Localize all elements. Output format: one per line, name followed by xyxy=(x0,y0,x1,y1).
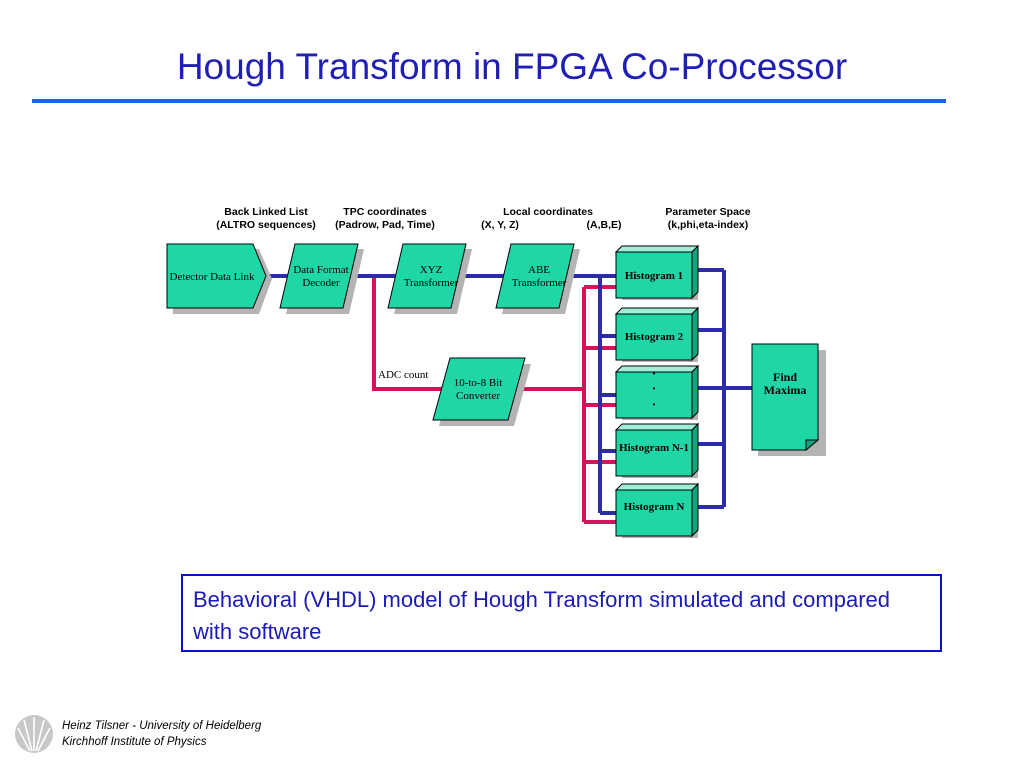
adc-count-label: ADC count xyxy=(378,368,429,381)
histogram-2-block xyxy=(614,306,700,362)
local-coordinates-title: Local coordinates xyxy=(503,206,593,218)
abe-transformer-label: ABE Transformer xyxy=(504,263,574,291)
xyz-transformer-block xyxy=(387,243,472,314)
decoder-block xyxy=(279,243,364,314)
back-linked-list-subtitle: (ALTRO sequences) xyxy=(216,219,316,231)
tpc-coordinates-label: TPC coordinates (Padrow, Pad, Time) xyxy=(326,206,444,232)
tpc-coordinates-title: TPC coordinates xyxy=(343,206,427,218)
xyz-transformer-line2: Transformer xyxy=(403,277,459,289)
summary-note-box: Behavioral (VHDL) model of Hough Transfo… xyxy=(181,574,942,652)
histogram-n-block xyxy=(614,482,700,538)
ellipsis-dot-1: · xyxy=(651,366,657,382)
summary-note-text: Behavioral (VHDL) model of Hough Transfo… xyxy=(193,587,890,644)
ellipsis-dot-3: · xyxy=(651,397,657,413)
title-rule xyxy=(32,99,946,103)
xyz-transformer-line1: XYZ xyxy=(419,264,443,276)
abe-transformer-line2: Transformer xyxy=(511,277,567,289)
find-maxima-label: Find Maxima xyxy=(752,368,818,400)
decoder-label: Data Format Decoder xyxy=(288,263,354,291)
back-linked-list-label: Back Linked List (ALTRO sequences) xyxy=(206,206,326,232)
local-coordinates-abe: (A,B,E) xyxy=(586,219,622,231)
footer-author: Heinz Tilsner - University of Heidelberg xyxy=(62,720,262,732)
histogram-ellipsis-block xyxy=(614,364,700,420)
footer-institute: Kirchhoff Institute of Physics xyxy=(62,736,207,748)
converter-line2: Converter xyxy=(456,390,500,402)
institute-logo xyxy=(15,715,53,753)
local-coordinates-xyz: (X, Y, Z) xyxy=(481,219,519,231)
converter-label: 10-to-8 Bit Converter xyxy=(442,376,514,404)
abe-transformer-block xyxy=(495,243,580,314)
find-maxima-line1: Find xyxy=(772,370,797,384)
detector-data-link-block xyxy=(166,243,272,314)
decoder-label-line1: Data Format xyxy=(293,264,349,276)
parameter-space-title: Parameter Space xyxy=(665,206,751,218)
footer-credit: Heinz Tilsner - University of Heidelberg… xyxy=(62,718,261,750)
adc-bus xyxy=(372,276,616,524)
histogram-n-minus-1-label: Histogram N-1 xyxy=(619,441,689,454)
histogram-2-label: Histogram 2 xyxy=(624,330,684,343)
tpc-coordinates-subtitle: (Padrow, Pad, Time) xyxy=(335,219,435,231)
converter-line1: 10-to-8 Bit xyxy=(453,377,503,389)
converter-block xyxy=(432,357,531,426)
ellipsis-dot-2: · xyxy=(651,381,657,397)
decoder-label-line2: Decoder xyxy=(302,277,340,289)
find-maxima-block xyxy=(751,343,826,456)
parameter-space-label: Parameter Space (k,phi,eta-index) xyxy=(648,206,768,232)
histogram-1-label: Histogram 1 xyxy=(624,269,684,282)
parameter-space-subtitle: (k,phi,eta-index) xyxy=(667,219,749,231)
abe-transformer-line1: ABE xyxy=(528,264,550,276)
xyz-transformer-label: XYZ Transformer xyxy=(396,263,466,291)
back-linked-list-title: Back Linked List xyxy=(224,206,308,218)
find-maxima-line2: Maxima xyxy=(763,383,807,397)
histogram-n-label: Histogram N xyxy=(623,500,685,513)
histogram-1-block xyxy=(614,244,700,300)
detector-data-link-label: Detector Data Link xyxy=(169,270,255,283)
page-title: Hough Transform in FPGA Co-Processor xyxy=(176,46,848,87)
histogram-n-minus-1-block xyxy=(614,422,700,478)
